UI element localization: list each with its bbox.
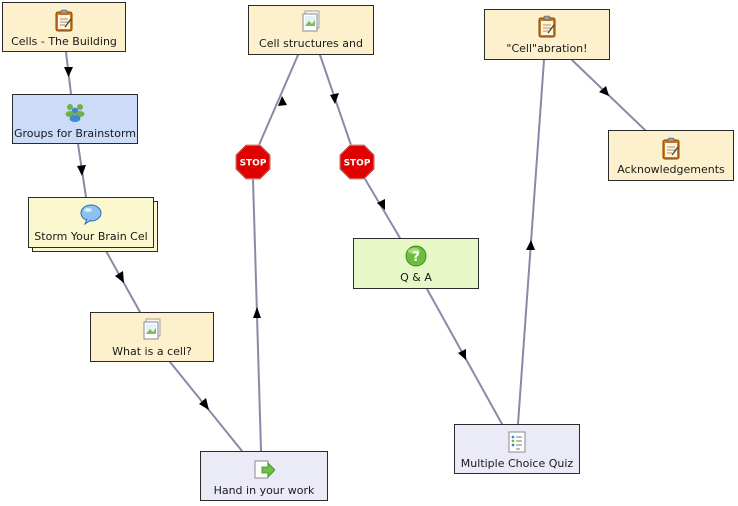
node-cell-structures-and[interactable]: Cell structures and bbox=[248, 5, 374, 55]
speech-bubble-icon bbox=[80, 202, 102, 226]
arrowhead bbox=[330, 93, 339, 104]
stop-label: STOP bbox=[344, 159, 371, 169]
stop-sign-left[interactable]: STOP bbox=[235, 144, 271, 180]
svg-text:?: ? bbox=[412, 250, 420, 265]
stop-sign-icon: STOP bbox=[339, 144, 375, 180]
node-hand-in-your-work[interactable]: Hand in your work bbox=[200, 451, 328, 501]
arrowhead bbox=[377, 199, 385, 210]
picture-icon bbox=[300, 9, 322, 33]
node-label: Cell structures and bbox=[259, 37, 363, 50]
clipboard-icon bbox=[53, 9, 75, 33]
node-label: Hand in your work bbox=[213, 484, 315, 497]
node-q-and-a[interactable]: ? Q & A bbox=[353, 238, 479, 289]
stop-sign-icon: STOP bbox=[235, 144, 271, 180]
clipboard-icon bbox=[660, 137, 682, 161]
node-label: "Cell"abration! bbox=[506, 42, 588, 55]
node-label: Storm Your Brain Cel bbox=[34, 230, 148, 243]
node-label: Cells - The Building bbox=[11, 35, 117, 48]
arrowhead bbox=[115, 271, 124, 283]
node-label: What is a cell? bbox=[112, 345, 192, 358]
stop-label: STOP bbox=[240, 159, 267, 169]
node-cellabration[interactable]: "Cell"abration! bbox=[484, 9, 610, 60]
node-label: Groups for Brainstorm bbox=[14, 127, 136, 140]
node-label: Multiple Choice Quiz bbox=[460, 457, 574, 470]
submit-arrow-icon bbox=[253, 458, 275, 482]
picture-icon bbox=[141, 317, 163, 341]
arrowhead bbox=[199, 398, 209, 410]
node-what-is-a-cell[interactable]: What is a cell? bbox=[90, 312, 214, 362]
arrowhead bbox=[599, 86, 609, 96]
node-acknowledgements[interactable]: Acknowledgements bbox=[608, 130, 734, 181]
arrowhead bbox=[458, 349, 466, 360]
node-storm-your-brain-cel[interactable]: Storm Your Brain Cel bbox=[28, 197, 154, 248]
connector-stop-right-to-qa bbox=[364, 178, 401, 239]
node-multiple-choice-quiz[interactable]: Multiple Choice Quiz bbox=[454, 424, 580, 474]
quiz-list-icon bbox=[506, 430, 528, 454]
stop-sign-right[interactable]: STOP bbox=[339, 144, 375, 180]
arrowhead bbox=[64, 67, 73, 77]
clipboard-icon bbox=[536, 15, 558, 39]
connector-stop-left-to-structures bbox=[258, 54, 299, 146]
node-label: Acknowledgements bbox=[617, 163, 725, 176]
node-cells-the-building[interactable]: Cells - The Building bbox=[2, 2, 126, 52]
arrowhead bbox=[77, 165, 86, 176]
arrowhead bbox=[526, 240, 535, 250]
group-icon bbox=[64, 99, 86, 123]
arrowhead bbox=[253, 307, 261, 318]
question-icon: ? bbox=[405, 244, 427, 268]
node-groups-for-brainstorm[interactable]: Groups for Brainstorm bbox=[12, 94, 138, 144]
node-label: Q & A bbox=[400, 271, 432, 284]
arrowhead bbox=[278, 96, 287, 106]
